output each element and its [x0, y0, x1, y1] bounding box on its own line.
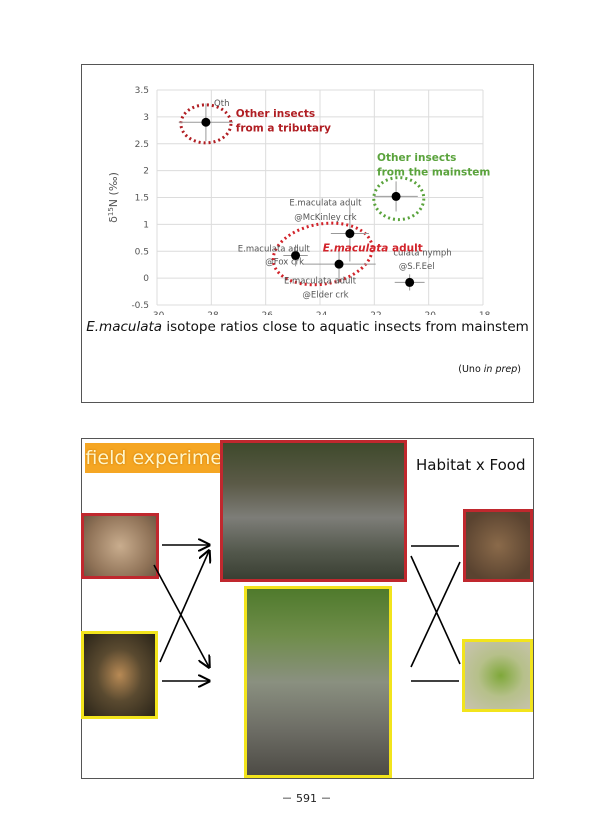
y-tick-label: 0	[143, 274, 149, 284]
connection-lines	[153, 439, 461, 778]
line-open-to-leaf	[410, 561, 461, 668]
citation-open: (Uno	[458, 364, 484, 375]
citation-italic: in prep	[483, 364, 518, 375]
photo-food-algae	[462, 639, 533, 712]
annotation-mainstem-2: from the mainstem	[377, 166, 490, 178]
point-marker	[391, 191, 401, 201]
point-marker	[201, 117, 211, 127]
page-number: － 591 －	[281, 792, 332, 805]
adult-ellipse	[271, 221, 374, 287]
field-experiment-figure: field experiment Habitat x Food	[81, 438, 534, 779]
y-tick-label: 2.5	[135, 140, 149, 150]
y-tick-label: 3.5	[135, 86, 149, 96]
x-tick-label: -18	[476, 311, 491, 315]
y-tick-label: 1	[143, 220, 149, 230]
y-axis-label: δ15N (‰)	[107, 172, 120, 223]
x-tick-label: -28	[204, 311, 219, 315]
annotation-tributary-1: Other insects	[236, 108, 315, 120]
photo-stream-forest	[220, 440, 407, 582]
data-point	[283, 244, 308, 267]
data-point	[302, 245, 376, 283]
label-fox-1: E.maculata adult	[238, 244, 311, 254]
annotation-tributary-2: from a tributary	[236, 122, 331, 134]
label-oth: Oth	[214, 99, 229, 109]
x-tick-label: -26	[258, 311, 273, 315]
label-nymph-1: culata nymph	[393, 249, 451, 259]
point-marker	[405, 277, 415, 287]
arrow-nymph-to-forest	[159, 551, 209, 663]
isotope-figure: -30 -28 -26 -24 -22 -20 -18 3.5 3 2.5 2 1.5 1 0.5 0 -0.…	[81, 64, 534, 403]
arrow-eggs-to-open	[153, 564, 209, 667]
annotation-adult: E.maculata adult	[323, 242, 423, 254]
data-point	[374, 181, 418, 212]
photo-stream-open	[244, 586, 392, 778]
line-forest-to-algae	[410, 555, 461, 665]
x-tick-label: -22	[367, 311, 382, 315]
caption-text: isotope ratios close to aquatic insects …	[162, 319, 529, 335]
point-marker	[334, 259, 344, 269]
label-fox-2: @Fox crk	[265, 258, 304, 268]
photo-food-leaf	[463, 509, 533, 582]
mainstem-ellipse	[372, 176, 426, 222]
photo-insect-eggs	[81, 513, 159, 579]
citation-close: )	[517, 364, 521, 375]
y-tick-label: -0.5	[131, 301, 149, 311]
label-elder-1: E.maculata adult	[284, 277, 357, 287]
isotope-scatter-chart: -30 -28 -26 -24 -22 -20 -18 3.5 3 2.5 2 1.5 1 0.5 0 -0.…	[107, 86, 491, 338]
figure-caption: E.maculata isotope ratios close to aquat…	[82, 319, 533, 335]
y-tick-label: 1.5	[135, 194, 149, 204]
habitat-food-title: Habitat x Food	[416, 456, 526, 474]
label-mckinley-2: @McKinley crk	[294, 213, 356, 223]
caption-species: E.maculata	[86, 319, 163, 335]
citation: (Uno in prep)	[458, 364, 521, 375]
y-tick-label: 0.5	[135, 247, 149, 257]
data-point	[394, 274, 425, 291]
x-tick-label: -30	[150, 311, 165, 315]
label-elder-2: @Elder crk	[302, 290, 348, 300]
y-tick-label: 3	[143, 113, 149, 123]
x-tick-label: -24	[313, 311, 328, 315]
data-point	[330, 205, 369, 262]
y-tick-label: 2	[143, 167, 149, 177]
data-point	[178, 103, 234, 142]
point-marker	[345, 229, 355, 239]
field-experiment-label: field experiment	[85, 443, 242, 473]
point-marker	[291, 251, 301, 261]
photo-nymph	[81, 631, 158, 719]
label-mckinley-1: E.maculata adult	[289, 199, 362, 209]
x-tick-label: -20	[421, 311, 436, 315]
annotation-mainstem-1: Other insects	[377, 152, 456, 164]
label-nymph-2: @S.F.Eel	[399, 262, 435, 272]
